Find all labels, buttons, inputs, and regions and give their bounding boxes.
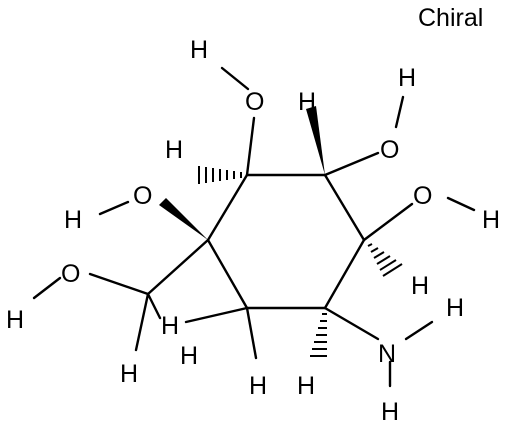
bond-c5-h-left bbox=[184, 306, 249, 324]
atom-n: N bbox=[378, 340, 396, 368]
bond-o1-h bbox=[220, 66, 250, 91]
atom-h-ch2-down: H bbox=[120, 360, 138, 388]
bond-c1-o1 bbox=[245, 116, 256, 177]
bond-c4-n bbox=[323, 306, 380, 341]
bond-c3-c4 bbox=[323, 238, 366, 310]
bond-ch2-h-right bbox=[146, 292, 162, 320]
atom-h-c3: H bbox=[411, 272, 429, 300]
atom-h-o-c6: H bbox=[64, 206, 82, 234]
atom-h-c5-left: H bbox=[180, 342, 198, 370]
atom-o-ch2: O bbox=[61, 260, 80, 288]
wedge-c2-h bbox=[306, 106, 325, 175]
atom-h-top-c2: H bbox=[298, 88, 316, 116]
bond-ch2-h-down bbox=[134, 292, 150, 352]
atom-h-c4: H bbox=[297, 372, 315, 400]
bond-c5-h-down bbox=[245, 306, 258, 360]
bond-ch2-o bbox=[88, 272, 150, 296]
atom-o3: O bbox=[413, 182, 432, 210]
hash-c4-h bbox=[310, 313, 327, 357]
bond-c2-o2 bbox=[323, 151, 380, 177]
atom-h-o-ch2: H bbox=[6, 306, 24, 334]
chiral-label: Chiral bbox=[418, 4, 483, 32]
bond-o-c6-h bbox=[98, 200, 130, 216]
hash-c3-h bbox=[367, 243, 403, 277]
atom-h-n1: H bbox=[446, 294, 464, 322]
bond-o3-h bbox=[446, 196, 476, 212]
bond-o-h-ch2 bbox=[32, 276, 62, 300]
atom-o1: O bbox=[245, 88, 264, 116]
atom-h-c1: H bbox=[165, 136, 183, 164]
bond-o2-h bbox=[394, 95, 405, 129]
hash-c1-h bbox=[198, 166, 242, 184]
wedge-c6-o bbox=[159, 198, 208, 240]
atom-o2: O bbox=[380, 136, 399, 164]
atom-o-c6: O bbox=[133, 182, 152, 210]
bond-c2-c3 bbox=[323, 173, 366, 242]
bond-c6-c1 bbox=[206, 173, 249, 242]
atom-h-top-o2: H bbox=[398, 64, 416, 92]
atom-h-o3: H bbox=[482, 206, 500, 234]
atom-h-top-o1: H bbox=[190, 36, 208, 64]
atom-h-c5-down: H bbox=[249, 372, 267, 400]
bond-c5-c6 bbox=[206, 238, 249, 310]
atom-h-ch2-right: H bbox=[161, 312, 179, 340]
bond-c6-ch2 bbox=[146, 238, 210, 296]
bond-n-h1 bbox=[404, 320, 434, 341]
bond-c3-o3 bbox=[362, 202, 414, 242]
atom-h-n2: H bbox=[381, 398, 399, 426]
